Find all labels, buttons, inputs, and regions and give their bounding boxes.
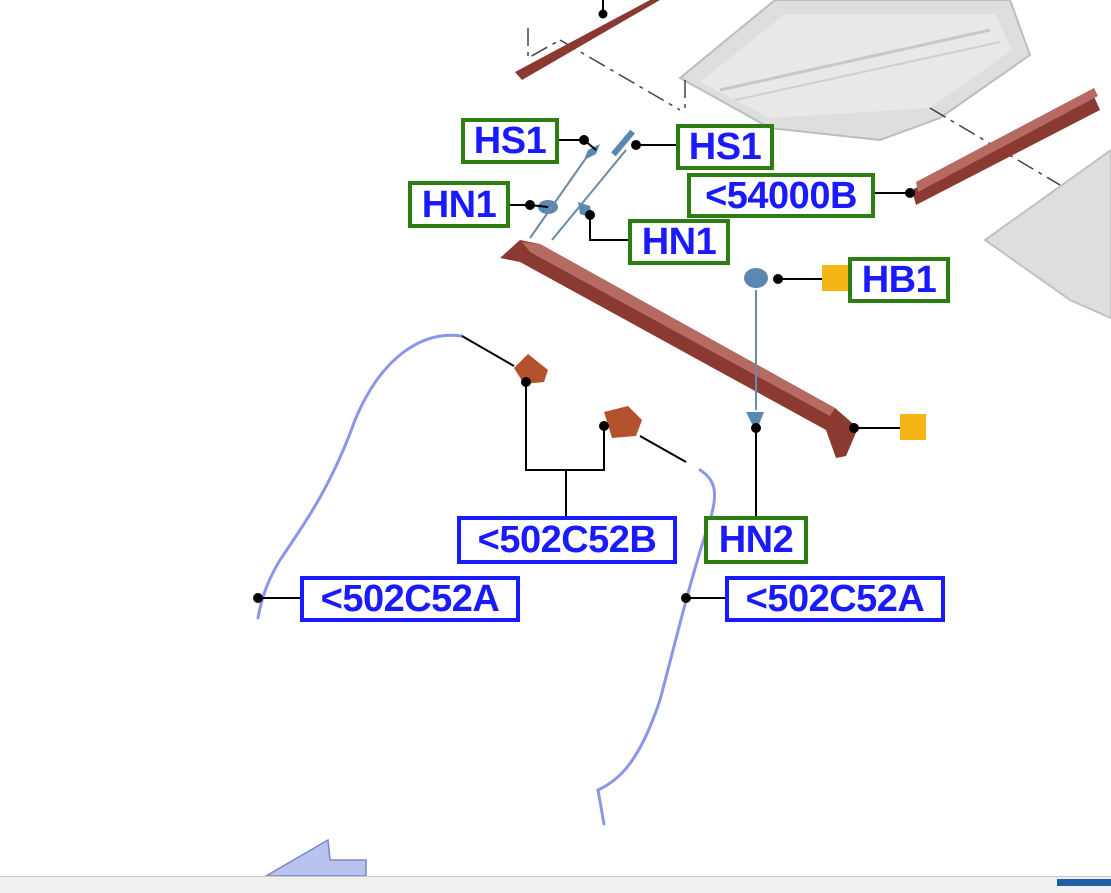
callout-hs1-right[interactable]: HS1 bbox=[676, 124, 774, 170]
callout-hb1[interactable]: HB1 bbox=[848, 257, 950, 303]
scroll-thumb[interactable] bbox=[1057, 879, 1111, 886]
roof-rail-right bbox=[912, 88, 1100, 205]
callout-hn2[interactable]: HN2 bbox=[704, 516, 808, 564]
roof-panel-right bbox=[983, 148, 1111, 320]
roof-panel-upper bbox=[678, 0, 1032, 142]
partial-part-bottom-left bbox=[263, 838, 367, 877]
horizontal-scrollbar[interactable] bbox=[0, 876, 1111, 893]
roof-rail-top bbox=[515, 0, 660, 80]
clip-stems bbox=[529, 149, 757, 410]
callout-54000b[interactable]: <54000B bbox=[687, 173, 875, 218]
callout-hs1-left[interactable]: HS1 bbox=[461, 118, 559, 164]
roof-rail-main bbox=[500, 240, 858, 458]
callout-502c52a-right[interactable]: <502C52A bbox=[725, 576, 945, 622]
callout-hn1-left[interactable]: HN1 bbox=[408, 181, 510, 228]
callout-hn1-right[interactable]: HN1 bbox=[628, 219, 730, 265]
harness-brackets bbox=[514, 354, 642, 438]
callout-502c52a-left[interactable]: <502C52A bbox=[300, 576, 520, 622]
harness-wires bbox=[256, 333, 717, 826]
leader-dots bbox=[253, 135, 915, 603]
connector-parts bbox=[822, 265, 926, 440]
callout-502c52b[interactable]: <502C52B bbox=[457, 516, 677, 564]
